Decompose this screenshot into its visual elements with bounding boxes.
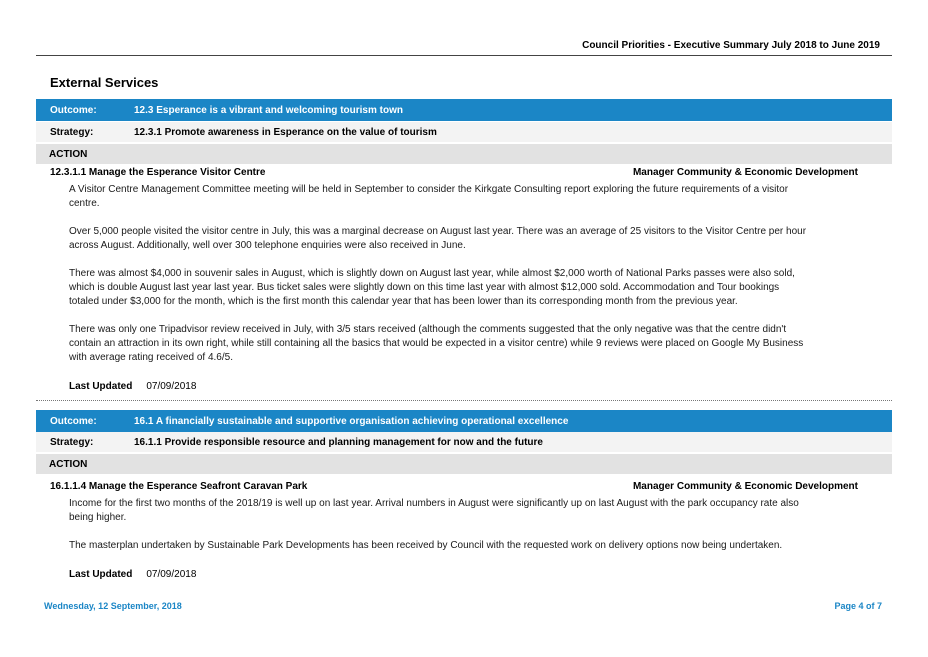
page-header-title: Council Priorities - Executive Summary J… — [582, 40, 880, 51]
action-band: ACTION — [36, 144, 892, 164]
action-title: 16.1.1.4 Manage the Esperance Seafront C… — [50, 481, 308, 492]
strategy-text: 12.3.1 Promote awareness in Esperance on… — [134, 126, 437, 138]
action-row: 16.1.1.4 Manage the Esperance Seafront C… — [50, 481, 858, 492]
action-comments: Income for the first two months of the 2… — [69, 497, 809, 553]
responsible-officer: Manager Community & Economic Development — [632, 481, 858, 492]
action-label: ACTION — [49, 458, 88, 470]
action-comments: A Visitor Centre Management Committee me… — [69, 183, 809, 365]
strategy-label: Strategy: — [50, 126, 94, 138]
last-updated: Last Updated 07/09/2018 — [69, 569, 196, 580]
outcome-text: 16.1 A financially sustainable and suppo… — [134, 415, 569, 427]
strategy-band: Strategy: 12.3.1 Promote awareness in Es… — [36, 122, 892, 142]
strategy-label: Strategy: — [50, 436, 94, 448]
action-label: ACTION — [49, 148, 88, 160]
comment-paragraph: Over 5,000 people visited the visitor ce… — [69, 226, 807, 251]
action-band: ACTION — [36, 454, 892, 474]
footer-page-number: Page 4 of 7 — [834, 601, 882, 611]
header-divider — [36, 55, 892, 56]
last-updated-label: Last Updated — [69, 569, 133, 580]
footer-date: Wednesday, 12 September, 2018 — [44, 601, 182, 611]
outcome-label: Outcome: — [50, 415, 97, 427]
action-title: 12.3.1.1 Manage the Esperance Visitor Ce… — [50, 167, 266, 178]
outcome-label: Outcome: — [50, 104, 97, 116]
outcome-band: Outcome: 16.1 A financially sustainable … — [36, 410, 892, 432]
comment-paragraph: The masterplan undertaken by Sustainable… — [69, 540, 783, 551]
responsible-officer: Manager Community & Economic Development — [632, 167, 858, 178]
last-updated: Last Updated 07/09/2018 — [69, 381, 196, 392]
section-heading: External Services — [50, 75, 159, 90]
comment-paragraph: Income for the first two months of the 2… — [69, 498, 799, 523]
outcome-text: 12.3 Esperance is a vibrant and welcomin… — [134, 104, 403, 116]
comment-paragraph: There was almost $4,000 in souvenir sale… — [69, 268, 795, 307]
strategy-band: Strategy: 16.1.1 Provide responsible res… — [36, 432, 892, 452]
last-updated-label: Last Updated — [69, 381, 133, 392]
action-row: 12.3.1.1 Manage the Esperance Visitor Ce… — [50, 167, 858, 178]
strategy-text: 16.1.1 Provide responsible resource and … — [134, 436, 543, 448]
last-updated-date: 07/09/2018 — [146, 381, 197, 392]
outcome-band: Outcome: 12.3 Esperance is a vibrant and… — [36, 99, 892, 121]
comment-paragraph: A Visitor Centre Management Committee me… — [69, 184, 789, 209]
comment-paragraph: There was only one Tripadvisor review re… — [69, 324, 804, 363]
last-updated-date: 07/09/2018 — [146, 569, 197, 580]
block-separator — [36, 400, 892, 401]
